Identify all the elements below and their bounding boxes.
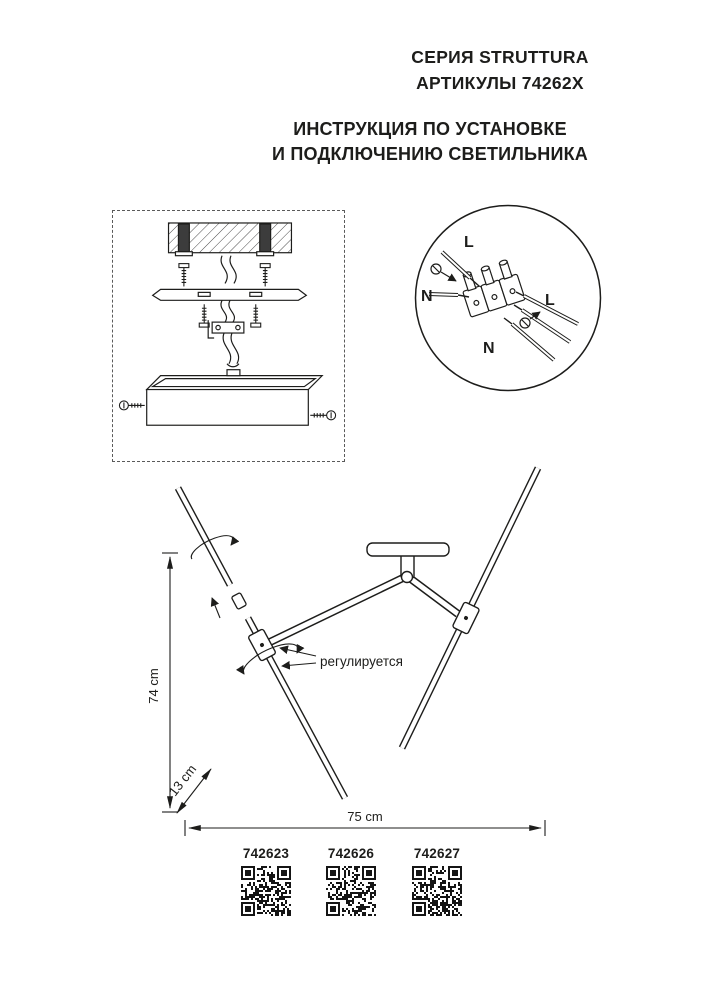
- dimension-width-label: 75 cm: [347, 809, 382, 824]
- fixture-diagram: 74 cm 13 cm 75 cm: [140, 450, 570, 845]
- mount-plate: [366, 542, 450, 557]
- qr-code: [412, 866, 462, 916]
- instruction-line-2: И ПОДКЛЮЧЕНИЮ СВЕТИЛЬНИКА: [272, 144, 588, 164]
- screw-icon: [178, 263, 190, 288]
- adjust-pointers: [279, 645, 317, 670]
- dimension-diagonal-label: 13 cm: [166, 762, 200, 799]
- mounting-diagram-drawing: [118, 222, 337, 426]
- anchor-right: [256, 223, 275, 257]
- article-item: 742623: [234, 846, 298, 916]
- supply-wires: [220, 255, 237, 284]
- articles-title: АРТИКУЛЫ 74262X: [416, 73, 584, 93]
- rotation-arrow-top: [190, 535, 240, 560]
- screw-icon: [250, 303, 262, 328]
- dimension-height: [162, 552, 178, 813]
- header: СЕРИЯ STRUTTURA АРТИКУЛЫ 74262X: [340, 44, 660, 96]
- screw-icon: [259, 263, 271, 288]
- wiring-diagram-drawing: L N L N: [414, 204, 602, 392]
- slide-arrow: [210, 597, 221, 619]
- ground-screw-icon: [430, 263, 457, 282]
- label-line-right: L: [545, 292, 555, 309]
- mount-joint: [400, 570, 414, 584]
- qr-code: [326, 866, 376, 916]
- screw-icon: [309, 410, 337, 421]
- instruction-title: ИНСТРУКЦИЯ ПО УСТАНОВКЕ И ПОДКЛЮЧЕНИЮ СВ…: [240, 117, 620, 167]
- cord-grip: [207, 300, 245, 365]
- outgoing-wires: [503, 291, 579, 362]
- right-rod-bracket: [452, 601, 480, 635]
- dimension-height-label: 74 cm: [146, 668, 161, 703]
- series-title: СЕРИЯ STRUTTURA: [411, 47, 589, 67]
- screw-icon: [118, 400, 146, 411]
- instruction-line-1: ИНСТРУКЦИЯ ПО УСТАНОВКЕ: [293, 119, 567, 139]
- wiring-diagram: L N L N: [412, 202, 604, 394]
- fixture-diagram-drawing: 74 cm 13 cm 75 cm: [146, 466, 546, 836]
- ground-screw-icon: [519, 311, 541, 329]
- dimension-width: [184, 820, 546, 836]
- article-code: 742623: [242, 846, 290, 861]
- dimension-diagonal: [176, 768, 212, 814]
- ceiling-mount: [266, 542, 461, 647]
- incoming-wires: [428, 250, 480, 298]
- anchor-left: [174, 223, 193, 257]
- rotation-arrow-bracket: [235, 643, 305, 675]
- article-code: 742627: [413, 846, 461, 861]
- adjust-label: регулируется: [320, 654, 403, 669]
- qr-code: [241, 866, 291, 916]
- mounting-strap: [151, 288, 308, 301]
- fixture-base-box: [145, 363, 324, 426]
- label-line-top: L: [464, 234, 474, 251]
- article-code: 742626: [327, 846, 375, 861]
- label-neutral-left: N: [421, 288, 433, 305]
- article-item: 742627: [405, 846, 469, 916]
- mounting-diagram: [112, 210, 345, 462]
- article-item: 742626: [319, 846, 383, 916]
- label-neutral-bottom: N: [483, 340, 495, 357]
- rod-connector: [231, 592, 247, 610]
